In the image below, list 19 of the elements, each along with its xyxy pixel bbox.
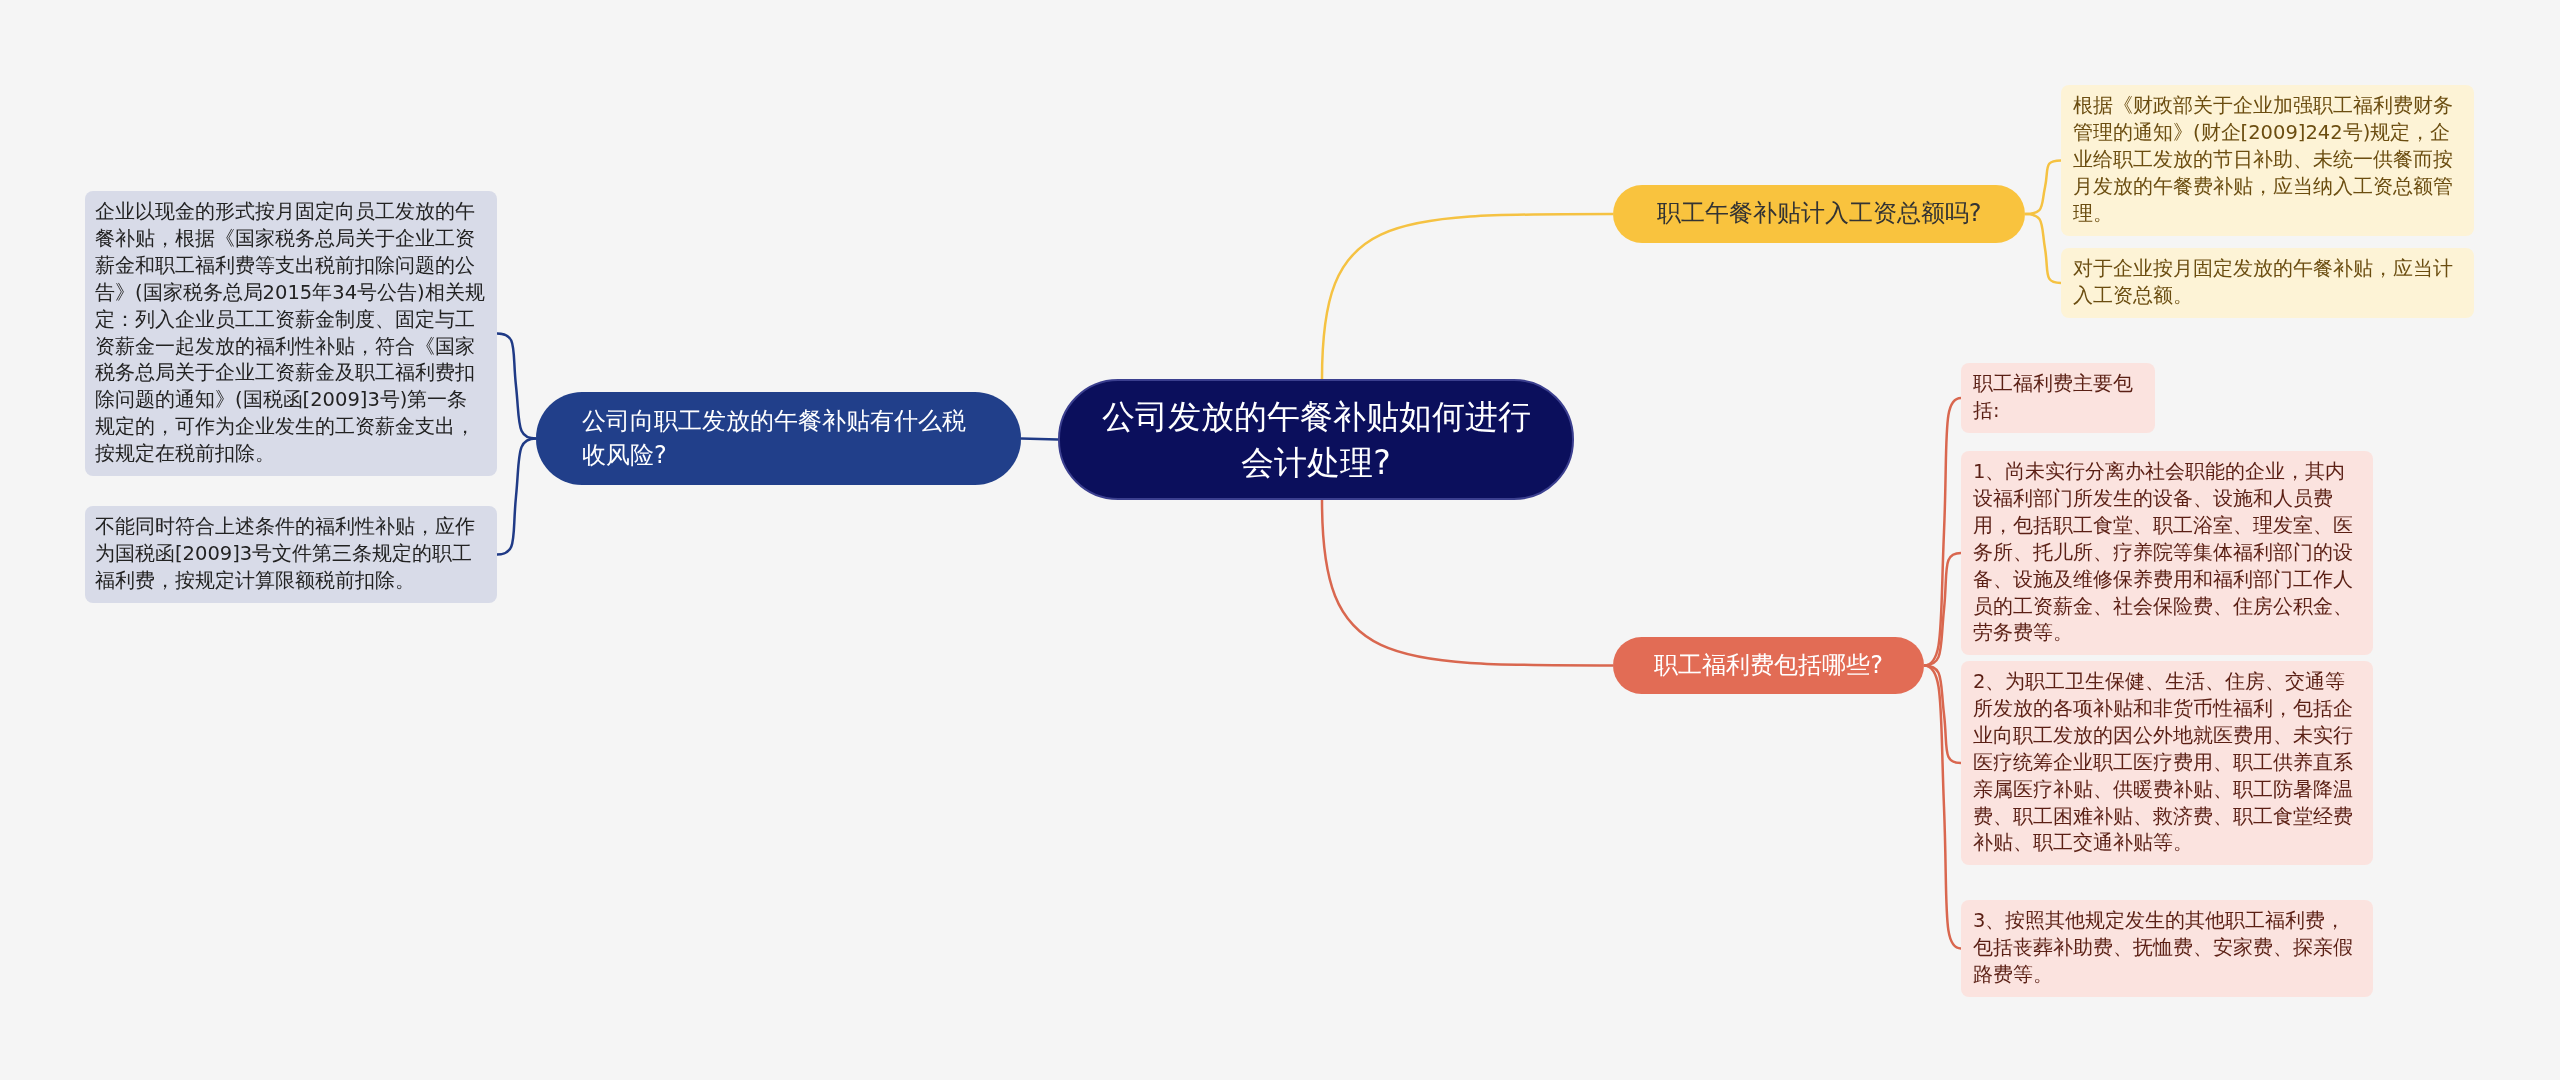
branch-box: 公司向职工发放的午餐补贴有什么税收风险?: [536, 392, 1021, 485]
branch-box: 职工福利费包括哪些?: [1613, 637, 1924, 694]
note-card: 职工福利费主要包括:: [1961, 363, 2155, 433]
note-card: 对于企业按月固定发放的午餐补贴，应当计入工资总额。: [2061, 248, 2474, 318]
note-card: 3、按照其他规定发生的其他职工福利费，包括丧葬补助费、抚恤费、安家费、探亲假路费等。: [1961, 900, 2373, 997]
note-card: 根据《财政部关于企业加强职工福利费财务管理的通知》(财企[2009]242号)规定，企业给职工发放的节日补助、未统一供餐而按月发放的午餐费补贴，应当纳入工资总额管理。: [2061, 85, 2474, 236]
connector-line: [1923, 664, 1962, 950]
note-card: 不能同时符合上述条件的福利性补贴，应作为国税函[2009]3号文件第三条规定的职工福利费，按规定计算限额税前扣除。: [85, 506, 497, 603]
connector-line: [1020, 437, 1059, 441]
connector-line: [1320, 212, 1613, 380]
note-card: 2、为职工卫生保健、生活、住房、交通等所发放的各项补贴和非货币性福利，包括企业向职工发放的因公外地就医费用、未实行医疗统筹企业职工医疗费用、职工供养直系亲属医疗补贴、供暖费补贴、职工防暑降温费、职工困难补贴、救济费、职工食堂经费补贴、职工交通补贴等。: [1961, 661, 2373, 866]
topic-box: 公司发放的午餐补贴如何进行会计处理?: [1058, 379, 1574, 500]
branch-box: 职工午餐补贴计入工资总额吗?: [1613, 185, 2025, 243]
connector-line: [496, 332, 537, 440]
note-card: 1、尚未实行分离办社会职能的企业，其内设福利部门所发生的设备、设施和人员费用，包括职工食堂、职工浴室、理发室、医务所、托儿所、疗养院等集体福利部门的设备、设施及维修保养费用和福利部门工作人员的工资薪金、社会保险费、住房公积金、劳务费等。: [1961, 451, 2373, 656]
connector-line: [2024, 212, 2062, 285]
connector-line: [1320, 499, 1613, 667]
connector-line: [496, 437, 537, 556]
note-card: 企业以现金的形式按月固定向员工发放的午餐补贴，根据《国家税务总局关于企业工资薪金和职工福利费等支出税前扣除问题的公告》(国家税务总局2015年34号公告)相关规定：列入企业员工工资薪金制度、固定与工资薪金一起发放的福利性补贴，符合《国家税务总局关于企业工资薪金及职工福利费扣除问题的通知》(国税函[2009]3号)第一条规定的，可作为企业发生的工资薪金支出，按规定在税前扣除。: [85, 191, 497, 477]
